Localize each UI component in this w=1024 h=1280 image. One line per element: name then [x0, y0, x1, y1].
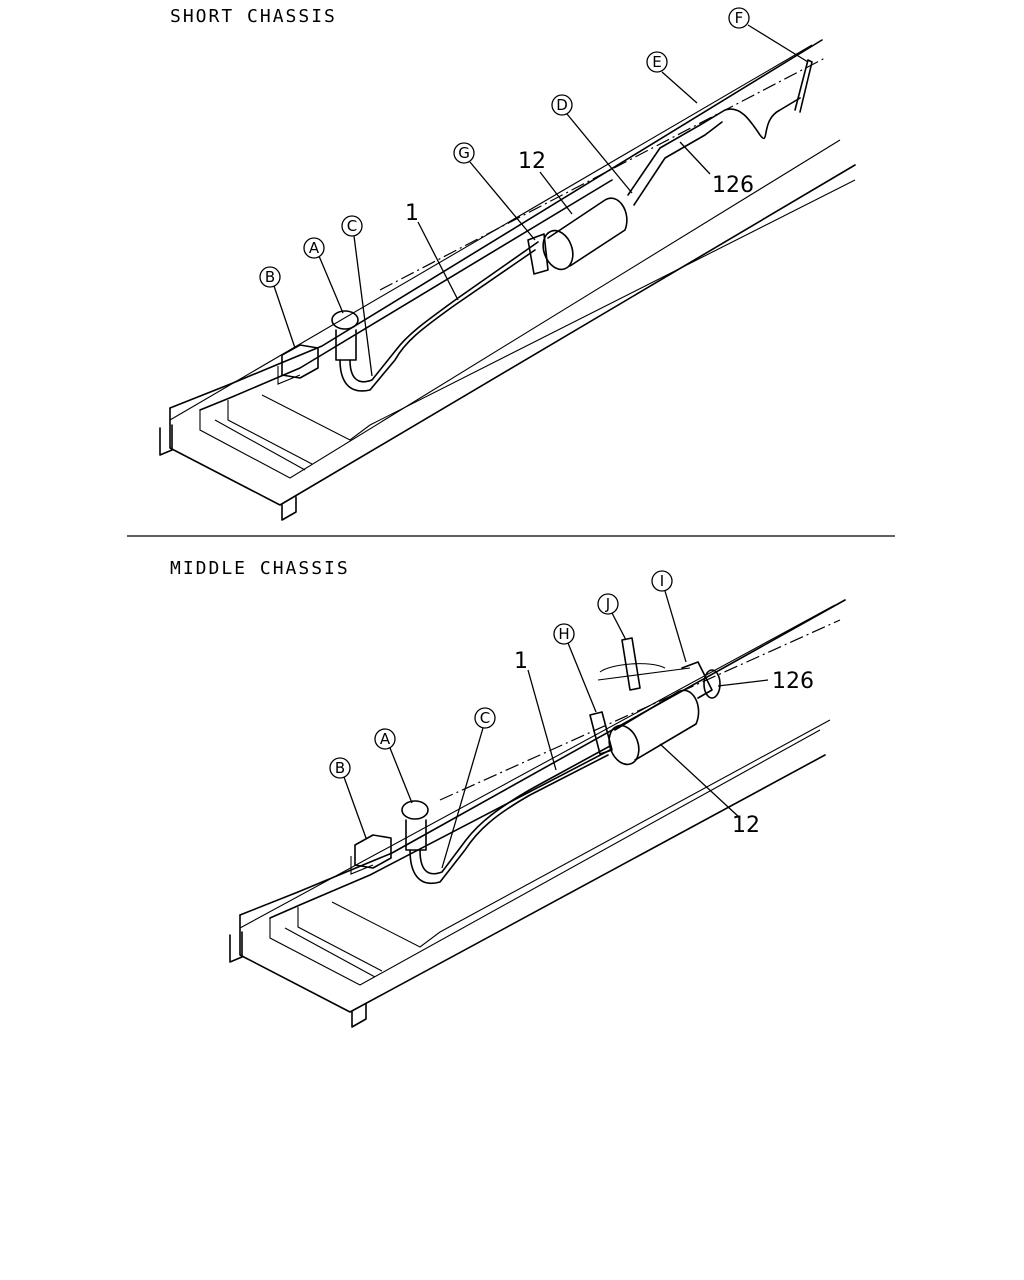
svg-text:J: J	[605, 595, 610, 613]
callout-B-short: B	[259, 266, 296, 349]
callout-I-middle: I	[651, 570, 687, 663]
middle-chassis-drawing	[229, 599, 846, 1028]
bracket-b-middle	[354, 834, 392, 869]
part-1-middle: 1	[514, 649, 557, 771]
callout-E-short: E	[646, 51, 698, 104]
flange-a-middle	[401, 800, 429, 820]
svg-text:H: H	[558, 625, 569, 643]
bracket-b	[281, 344, 319, 379]
centre-line-middle	[439, 619, 841, 801]
svg-text:C: C	[347, 217, 357, 235]
exhaust-pipe-1	[339, 249, 536, 392]
svg-text:C: C	[480, 709, 490, 727]
exhaust-pipe-1-middle	[409, 754, 609, 885]
callout-A-short: A	[303, 237, 344, 314]
svg-text:12: 12	[732, 813, 760, 838]
svg-text:12: 12	[518, 149, 546, 174]
svg-text:I: I	[660, 572, 664, 590]
tail-pipe-126	[627, 97, 801, 196]
short-chassis-title: SHORT CHASSIS	[170, 6, 337, 27]
svg-text:1: 1	[514, 649, 528, 674]
svg-text:G: G	[458, 144, 470, 162]
callout-J-middle: J	[597, 593, 627, 641]
part-12-middle: 12	[659, 743, 760, 838]
muffler-12	[547, 197, 628, 267]
frame-rail-right-middle	[239, 754, 826, 1013]
callout-A-middle: A	[374, 728, 413, 804]
svg-text:126: 126	[712, 173, 754, 198]
callout-C-middle: C	[441, 707, 496, 869]
callout-F-short: F	[728, 7, 809, 63]
svg-text:F: F	[735, 9, 744, 27]
part-126-middle: 126	[717, 669, 814, 694]
callout-H-middle: H	[553, 623, 597, 713]
callout-C-short: C	[341, 215, 373, 377]
svg-text:126: 126	[772, 669, 814, 694]
frame-rail-left-middle	[239, 599, 846, 916]
hanger-j	[621, 637, 641, 691]
middle-chassis-title: MIDDLE CHASSIS	[170, 558, 350, 579]
svg-text:B: B	[265, 268, 275, 286]
muffler-12-middle	[614, 689, 700, 761]
part-12-short: 12	[518, 149, 573, 215]
svg-text:1: 1	[405, 201, 419, 226]
part-1-short: 1	[405, 201, 459, 301]
callout-D-short: D	[551, 94, 633, 194]
svg-text:D: D	[556, 96, 568, 114]
svg-text:B: B	[335, 759, 345, 777]
callout-B-middle: B	[329, 757, 367, 839]
frame-rail-right	[169, 164, 856, 506]
centre-line	[379, 57, 826, 291]
svg-text:A: A	[380, 730, 391, 748]
svg-text:E: E	[652, 53, 661, 71]
svg-text:A: A	[309, 239, 320, 257]
flange-a	[331, 310, 359, 330]
frame-rail-left	[169, 39, 823, 409]
part-126-short: 126	[679, 141, 754, 198]
callout-G-short: G	[453, 142, 536, 241]
